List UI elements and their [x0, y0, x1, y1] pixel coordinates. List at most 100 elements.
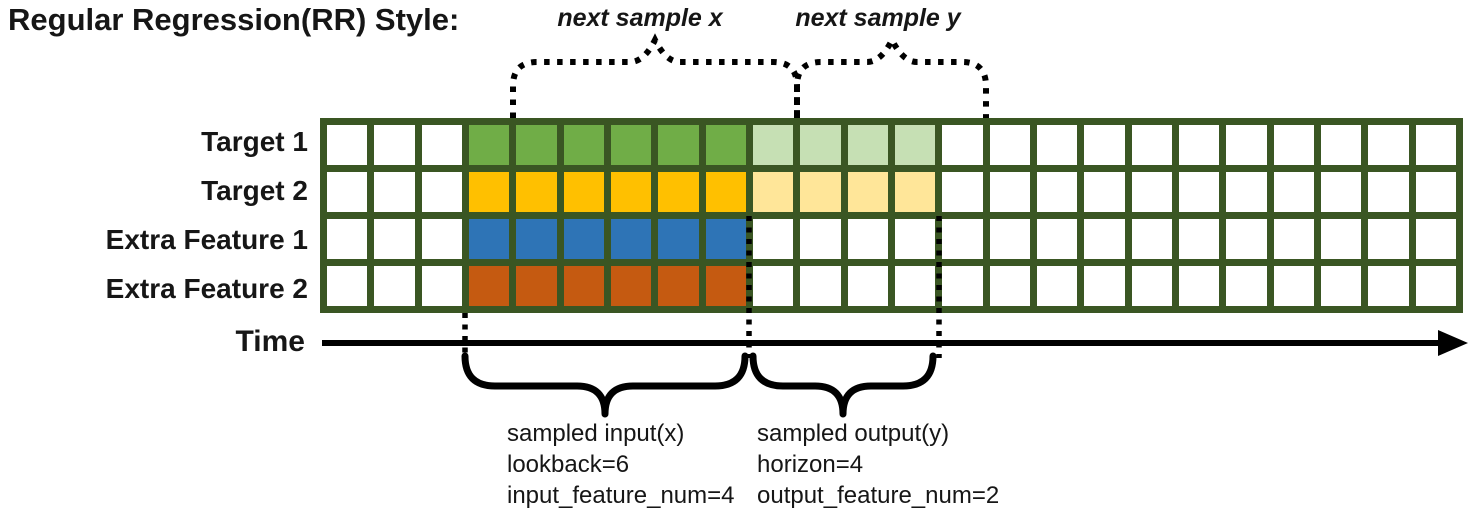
grid-cell [705, 125, 746, 165]
grid-cell [1320, 266, 1362, 306]
grid-cell [1084, 172, 1125, 212]
grid-cell [1131, 172, 1172, 212]
grid-cell [1226, 172, 1267, 212]
time-axis-label: Time [235, 325, 305, 358]
grid-cell [989, 219, 1030, 259]
grid-cell [1415, 219, 1456, 259]
grid-cell [610, 172, 652, 212]
grid-cell [421, 125, 462, 165]
grid-cell [752, 172, 794, 212]
grid-cell [705, 266, 746, 306]
grid-cell [847, 125, 888, 165]
grid-cell [374, 266, 415, 306]
grid-cell [563, 266, 604, 306]
grid-cell [327, 125, 368, 165]
grid-cell [1368, 219, 1409, 259]
sampled-input-annotation: sampled input(x) lookback=6 input_featur… [507, 418, 735, 511]
grid-cell [942, 172, 983, 212]
sampled-output-brace [749, 352, 937, 418]
grid-cell [942, 125, 983, 165]
grid-cell [421, 219, 462, 259]
grid-cell [1415, 266, 1456, 306]
grid-cell [800, 172, 841, 212]
grid-cell [421, 172, 462, 212]
grid-cell [327, 172, 368, 212]
grid-cell [658, 125, 699, 165]
grid-cell [847, 266, 888, 306]
grid-cell [1084, 266, 1125, 306]
grid-cell [658, 172, 699, 212]
lookback-value: lookback=6 [507, 451, 630, 478]
grid-cell [1320, 219, 1362, 259]
grid-cell [374, 219, 415, 259]
grid-cell [1273, 219, 1314, 259]
grid-cell [752, 125, 794, 165]
grid-cell [1415, 125, 1456, 165]
output-feature-num-value: output_feature_num=2 [757, 482, 1000, 509]
input-feature-num-value: input_feature_num=4 [507, 482, 735, 509]
sampled-output-title: sampled output(y) [757, 420, 950, 447]
next-sample-y-brace [794, 33, 989, 118]
grid-cell [1273, 266, 1314, 306]
grid-cell [1368, 125, 1409, 165]
next-sample-x-label: next sample x [557, 4, 723, 32]
grid-cell [989, 266, 1030, 306]
sampled-output-annotation: sampled output(y) horizon=4 output_featu… [757, 418, 999, 511]
grid-cell [1178, 219, 1220, 259]
grid-cell [1368, 266, 1409, 306]
grid-cell [421, 266, 462, 306]
grid-cell [658, 219, 699, 259]
grid-cell [1178, 172, 1220, 212]
grid-cell [800, 266, 841, 306]
diagram-title: Regular Regression(RR) Style: [8, 2, 460, 37]
grid-cell [374, 172, 415, 212]
row-label: Target 2 [201, 175, 308, 207]
row-label: Extra Feature 1 [105, 223, 308, 255]
grid-cell [563, 219, 604, 259]
next-sample-y-label: next sample y [795, 4, 961, 32]
grid-cell [468, 219, 510, 259]
grid-cell [752, 219, 794, 259]
grid-cell [942, 219, 983, 259]
grid-cell [1131, 266, 1172, 306]
grid-cell [516, 172, 557, 212]
horizon-value: horizon=4 [757, 451, 864, 478]
grid-cell [1131, 125, 1172, 165]
grid-cell [894, 219, 936, 259]
grid-cell [1036, 125, 1078, 165]
grid-cell [894, 266, 936, 306]
grid-cell [989, 125, 1030, 165]
grid-cell [705, 172, 746, 212]
sampled-input-title: sampled input(x) [507, 420, 685, 447]
grid-cell [1273, 172, 1314, 212]
grid-cell [1226, 266, 1267, 306]
grid-cell [1226, 219, 1267, 259]
grid-cell [516, 125, 557, 165]
grid-cell [894, 172, 936, 212]
grid-cell [516, 266, 557, 306]
grid-cell [468, 172, 510, 212]
grid-cell [610, 125, 652, 165]
grid-cell [468, 266, 510, 306]
row-label: Target 1 [201, 126, 308, 158]
grid-cell [1084, 125, 1125, 165]
grid-cell [752, 266, 794, 306]
grid-cell [1415, 172, 1456, 212]
grid-cell [1320, 172, 1362, 212]
grid-cell [327, 219, 368, 259]
grid-cell [1273, 125, 1314, 165]
grid-cell [894, 125, 936, 165]
grid-cell [1036, 172, 1078, 212]
grid-cell [989, 172, 1030, 212]
grid-cell [1131, 219, 1172, 259]
grid-cell [1036, 266, 1078, 306]
grid-cell [847, 219, 888, 259]
grid-cell [563, 125, 604, 165]
row-label: Extra Feature 2 [105, 272, 308, 304]
next-sample-x-brace [510, 33, 800, 118]
grid-cell [658, 266, 699, 306]
grid-cell [374, 125, 415, 165]
grid-cell [705, 219, 746, 259]
grid-cell [563, 172, 604, 212]
